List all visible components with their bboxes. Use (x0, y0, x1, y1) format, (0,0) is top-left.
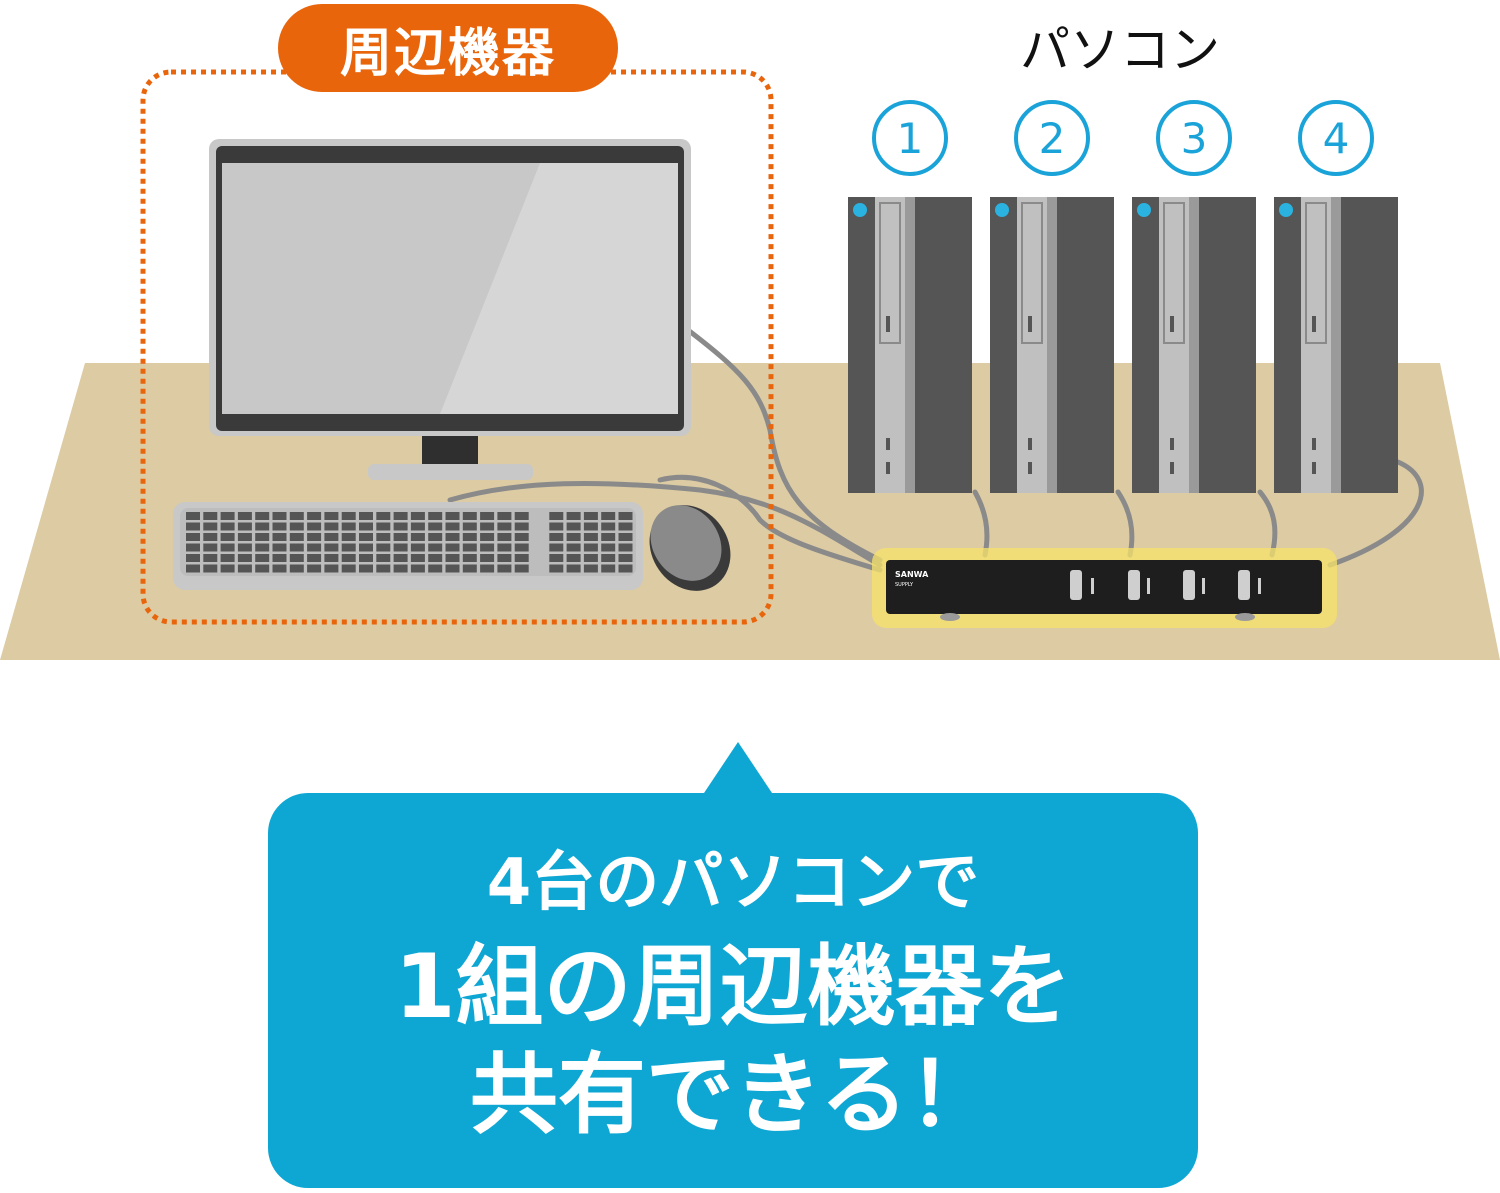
callout-line1: 4台のパソコンで (268, 833, 1198, 933)
pc-number: 1 (897, 114, 924, 163)
power-icon (853, 203, 867, 217)
pc-tower: 2 (990, 102, 1114, 493)
pc-tower: 3 (1132, 102, 1256, 493)
pc-number: 3 (1181, 114, 1208, 163)
keyboard (173, 502, 643, 590)
callout-line2: 1組の周辺機器を (268, 933, 1198, 1041)
switch-brand-sub: SUPPLY (895, 582, 914, 588)
pc-number: 4 (1323, 114, 1350, 163)
monitor (209, 139, 691, 480)
switch-brand: SANWA (895, 570, 929, 579)
kvm-setup-illustration: SANWA SUPPLY 1 2 3 4 (0, 0, 1500, 700)
kvm-switch: SANWA SUPPLY (872, 548, 1337, 628)
pc-title: パソコン (1000, 10, 1240, 82)
callout-line3: 共有できる！ (268, 1041, 1198, 1149)
peripheral-label: 周辺機器 (278, 4, 618, 92)
power-icon (1137, 203, 1151, 217)
pc-tower: 4 (1274, 102, 1398, 493)
power-icon (1279, 203, 1293, 217)
power-icon (995, 203, 1009, 217)
callout-text: 4台のパソコンで 1組の周辺機器を 共有できる！ (268, 833, 1198, 1149)
pc-tower: 1 (848, 102, 972, 493)
pc-number: 2 (1039, 114, 1066, 163)
